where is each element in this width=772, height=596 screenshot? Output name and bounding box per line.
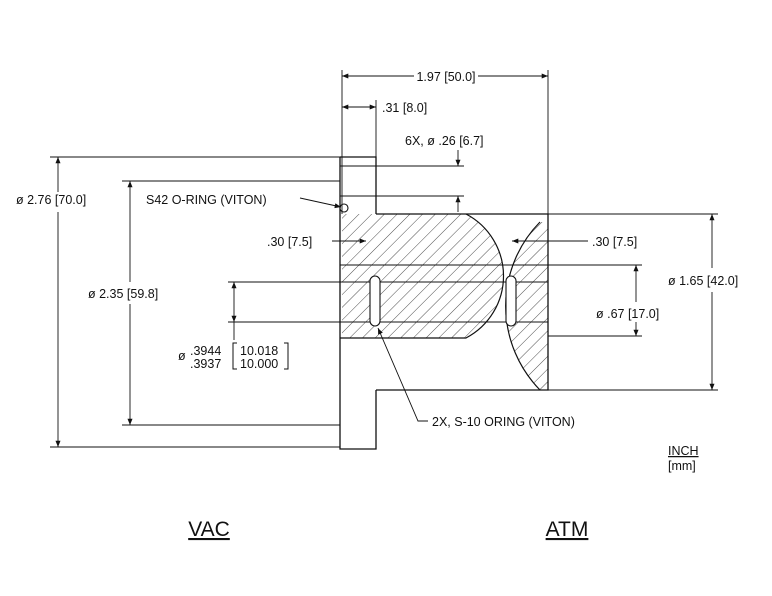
body-outline [376, 213, 549, 391]
overall-length-label: 1.97 [50.0] [416, 70, 475, 84]
units-primary: INCH [668, 444, 699, 458]
vac-side-label: VAC [188, 518, 230, 541]
bolt-holes-label: 6X, ø .26 [6.7] [405, 134, 484, 148]
shaft-orings-note: 2X, S-10 ORING (VITON) [432, 415, 575, 429]
shaft-oring-right [505, 275, 517, 327]
groove-vac-label: .30 [7.5] [267, 235, 312, 249]
bolt-hole [339, 165, 377, 197]
body-od-label: ø 1.65 [42.0] [668, 274, 738, 288]
bracket-left [232, 342, 237, 370]
bolt-circle-label: ø 2.35 [59.8] [88, 287, 158, 301]
part-body [339, 156, 549, 450]
bracket-right [284, 342, 289, 370]
profile-arc-left [340, 213, 505, 339]
bore-mm-lower: 10.000 [240, 357, 278, 371]
flange-oring-symbol [339, 203, 349, 213]
bore-inch-upper: .3944 [190, 344, 221, 358]
flange-od-label: ø 2.76 [70.0] [16, 193, 86, 207]
dimension-lines [50, 70, 718, 448]
groove-atm-label: .30 [7.5] [592, 235, 637, 249]
bore-tolerance-callout: ø .3944 .3937 10.018 10.000 [178, 342, 289, 371]
section-hatch-left [342, 214, 504, 338]
bore-symbol: ø [178, 349, 186, 363]
section-hatch-right [505, 222, 548, 390]
flange-oring-note: S42 O-RING (VITON) [146, 193, 267, 207]
atm-side-label: ATM [546, 518, 589, 541]
units-secondary: [mm] [668, 459, 696, 473]
shaft-oring-left [369, 275, 381, 327]
flange-thickness-label: .31 [8.0] [382, 101, 427, 115]
bore-mm-upper: 10.018 [240, 344, 278, 358]
bore-inch-lower: .3937 [190, 357, 221, 371]
inner-od-label: ø .67 [17.0] [596, 307, 659, 321]
